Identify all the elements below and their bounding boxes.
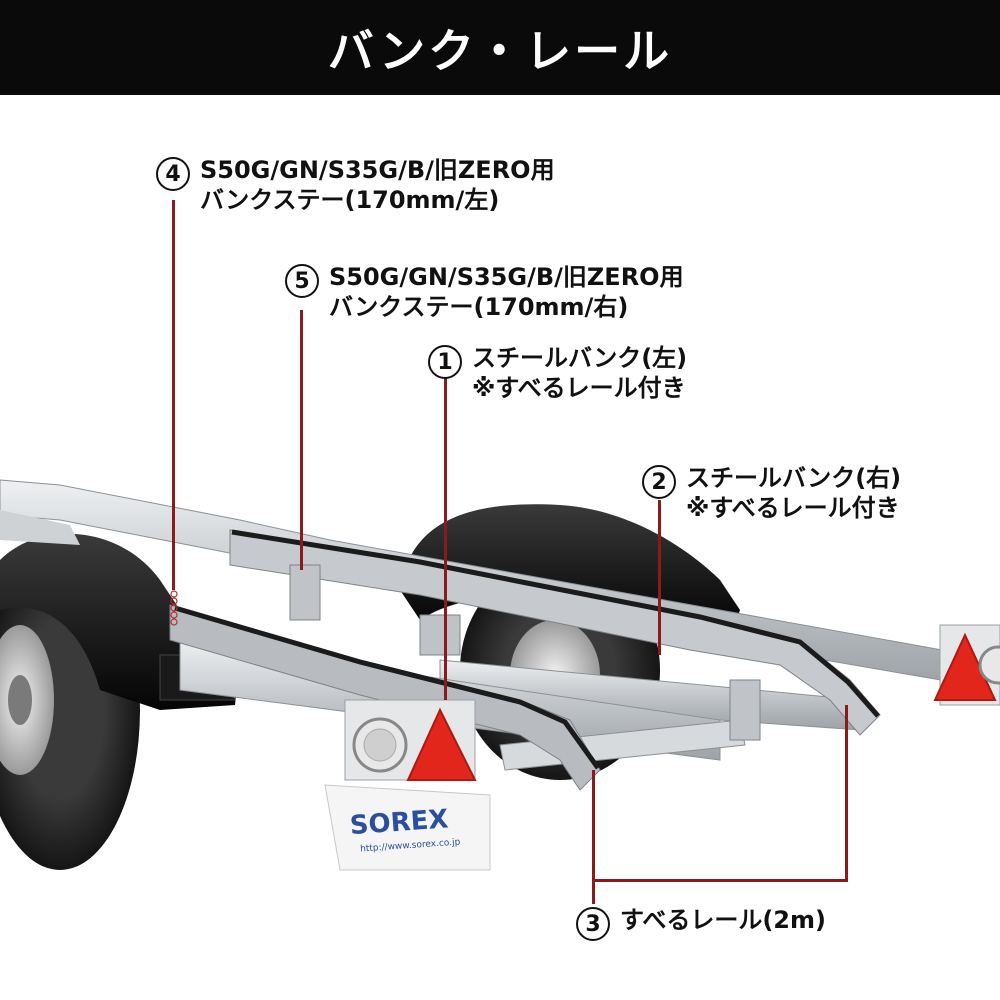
bolt-markers <box>170 590 178 626</box>
leader-line-4 <box>172 200 175 590</box>
leader-line-3d <box>592 882 595 904</box>
bank-stay-right <box>289 564 321 621</box>
callout-label: S50G/GN/S35G/B/旧ZERO用 バンクステー(170mm/左) <box>200 156 555 214</box>
callout-5: 5 S50G/GN/S35G/B/旧ZERO用 バンクステー(170mm/右) <box>285 262 684 322</box>
callout-number: 4 <box>156 157 190 191</box>
callout-label: スチールバンク(右) ※すべるレール付き <box>686 464 902 522</box>
page-title: バンク・レール <box>327 23 673 78</box>
callout-label: スチールバンク(左) ※すべるレール付き <box>472 344 688 402</box>
callout-1: 1 スチールバンク(左) ※すべるレール付き <box>428 343 687 403</box>
callout-2: 2 スチールバンク(右) ※すべるレール付き <box>642 463 901 523</box>
trailer-illustration: SOREX http://www.sorex.co.jp <box>0 479 1000 871</box>
callout-4: 4 S50G/GN/S35G/B/旧ZERO用 バンクステー(170mm/左) <box>156 155 555 215</box>
bank-stay-left <box>729 679 761 741</box>
callout-label: S50G/GN/S35G/B/旧ZERO用 バンクステー(170mm/右) <box>329 263 684 321</box>
callout-label: すべるレール(2m) <box>620 906 826 934</box>
leader-line-3b <box>845 705 848 882</box>
callout-number: 3 <box>576 907 610 941</box>
header-bar: バンク・レール <box>0 0 1000 95</box>
slide-rail-left <box>174 605 601 770</box>
leader-line-3a <box>592 770 595 882</box>
leader-line-1 <box>444 375 447 700</box>
bracket <box>419 614 461 656</box>
tail-light-right <box>978 645 1000 685</box>
slide-rail-right <box>231 529 880 718</box>
plate-brand: SOREX <box>349 804 450 841</box>
reflector-left <box>406 707 477 781</box>
leader-line-5 <box>300 310 303 570</box>
front-frame <box>0 510 80 545</box>
callout-number: 1 <box>428 345 462 379</box>
callout-number: 2 <box>642 465 676 499</box>
license-plate <box>324 784 491 871</box>
leader-line-3c <box>592 879 848 882</box>
callout-number: 5 <box>285 264 319 298</box>
leader-line-2 <box>658 500 661 655</box>
callout-3: 3 すべるレール(2m) <box>576 905 826 941</box>
